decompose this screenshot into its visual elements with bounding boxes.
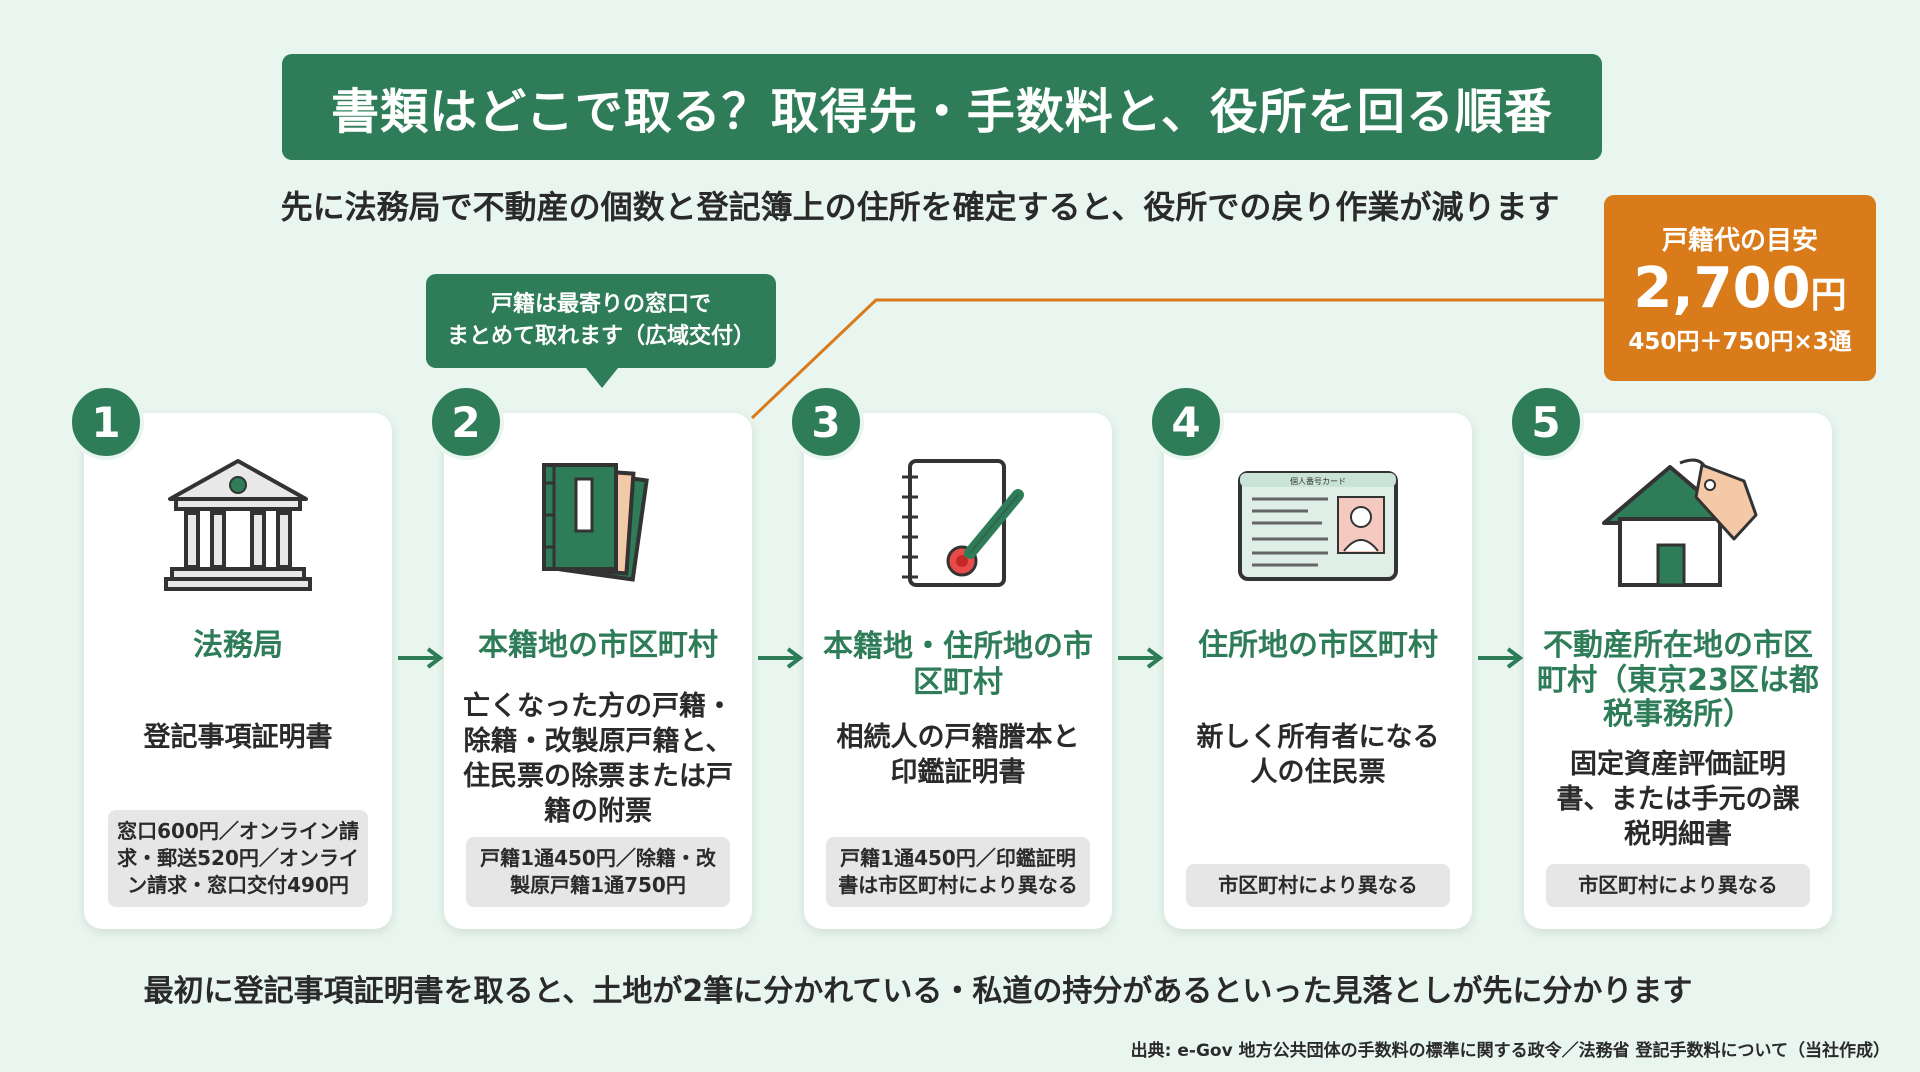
step-number-5: 5 <box>1508 384 1584 460</box>
step-document: 亡くなった方の戸籍・除籍・改製原戸籍と、住民票の除票または戸籍の附票 <box>463 691 733 828</box>
step-number-2: 2 <box>428 384 504 460</box>
id-card-icon: 個人番号カード <box>1238 471 1398 581</box>
step-fee-tag: 戸籍1通450円／印鑑証明書は市区町村により異なる <box>826 837 1090 907</box>
step-document: 登記事項証明書 <box>143 722 333 753</box>
step-card-4: 個人番号カード 住所地の市区町村 新しく所有者になる人の住民票 市区町村により異… <box>1164 413 1472 929</box>
step-number-4: 4 <box>1148 384 1224 460</box>
arrow-right-icon <box>758 647 804 669</box>
step-document: 新しく所有者になる人の住民票 <box>1196 722 1440 789</box>
step-place: 住所地の市区町村 <box>1198 628 1438 663</box>
family-register-books-icon <box>542 463 649 582</box>
step-fee-tag: 窓口600円／オンライン請求・郵送520円／オンライン請求・窓口交付490円 <box>108 810 368 907</box>
step-place: 法務局 <box>193 628 283 663</box>
arrow-right-icon <box>1118 647 1164 669</box>
step-card-3: 本籍地・住所地の市区町村 相続人の戸籍謄本と印鑑証明書 戸籍1通450円／印鑑証… <box>804 413 1112 929</box>
courthouse-icon <box>164 459 312 591</box>
page-title: 書類はどこで取る？取得先・手数料と、役所を回る順番 <box>282 54 1602 160</box>
fee-label: 戸籍代の目安 <box>1661 226 1818 257</box>
step-number-1: 1 <box>68 384 144 460</box>
step-fee-tag: 市区町村により異なる <box>1546 864 1810 907</box>
step-place: 不動産所在地の市区町村（東京23区は都税事務所） <box>1537 628 1819 732</box>
callout-koseki-wide-area: 戸籍は最寄りの窓口で まとめて取れます（広域交付） <box>426 274 776 388</box>
notebook-seal-icon <box>902 459 1024 587</box>
source-citation: 出典: e-Gov 地方公共団体の手数料の標準に関する政令／法務省 登記手数料に… <box>1130 1041 1890 1061</box>
koseki-fee-estimate: 戸籍代の目安 2,700円 450円＋750円×3通 <box>1604 195 1876 381</box>
step-card-2: 本籍地の市区町村 亡くなった方の戸籍・除籍・改製原戸籍と、住民票の除票または戸籍… <box>444 413 752 929</box>
subtitle: 先に法務局で不動産の個数と登記簿上の住所を確定すると、役所での戻り作業が減ります <box>280 188 1560 226</box>
step-place: 本籍地の市区町村 <box>478 628 718 663</box>
house-tag-icon <box>1602 458 1758 587</box>
fee-amount: 2,700円 <box>1633 256 1847 322</box>
fee-breakdown: 450円＋750円×3通 <box>1628 328 1852 355</box>
footer-note: 最初に登記事項証明書を取ると、土地が2筆に分かれている・私道の持分があるといった… <box>143 974 1693 1009</box>
step-card-1: 法務局 登記事項証明書 窓口600円／オンライン請求・郵送520円／オンライン請… <box>84 413 392 929</box>
step-card-5: 不動産所在地の市区町村（東京23区は都税事務所） 固定資産評価証明書、または手元… <box>1524 413 1832 929</box>
step-fee-tag: 市区町村により異なる <box>1186 864 1450 907</box>
arrow-right-icon <box>1478 647 1524 669</box>
step-fee-tag: 戸籍1通450円／除籍・改製原戸籍1通750円 <box>466 837 730 907</box>
step-document: 相続人の戸籍謄本と印鑑証明書 <box>836 722 1080 789</box>
id-card-title: 個人番号カード <box>1290 476 1346 486</box>
step-number-3: 3 <box>788 384 864 460</box>
arrow-right-icon <box>398 647 444 669</box>
step-place: 本籍地・住所地の市区町村 <box>823 629 1093 700</box>
step-document: 固定資産評価証明書、または手元の課税明細書 <box>1556 749 1800 851</box>
